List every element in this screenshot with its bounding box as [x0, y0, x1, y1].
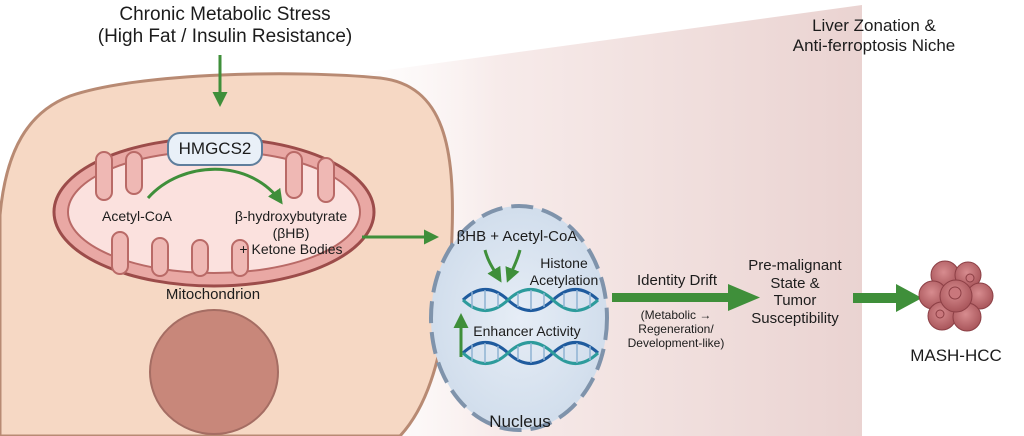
niche-line1: Liver Zonation &	[812, 16, 936, 35]
state-line1: Pre-malignant	[748, 257, 842, 274]
progression-arrow	[853, 284, 922, 312]
product-line1: β-hydroxybutyrate	[234, 208, 348, 224]
drift-sub-line2: Regeneration/	[638, 322, 714, 337]
nucleus-label: Nucleus	[489, 412, 551, 431]
dna-strand-upper	[461, 288, 600, 312]
mitochondrion	[52, 136, 376, 288]
drift-sub-line3: Development-like)	[627, 336, 725, 351]
acetyl-arrow-right	[505, 249, 522, 283]
product-label: β-hydroxybutyrate (βHB) + Ketone Bodies	[218, 208, 364, 258]
stressor-label: Chronic Metabolic Stress (High Fat / Ins…	[75, 4, 375, 49]
mitochondrion-label: Mitochondrion	[165, 286, 261, 303]
cell-nucleus	[149, 309, 279, 435]
stressor-line1: Chronic Metabolic Stress	[119, 4, 331, 25]
state-line2: State &	[770, 274, 820, 292]
stressor-line2: (High Fat / Insulin Resistance)	[97, 26, 353, 48]
nucleus-inputs-label: βHB + Acetyl-CoA	[456, 228, 578, 245]
drift-sub-line1: (Metabolic →	[640, 308, 712, 322]
niche-label: Liver Zonation & Anti-ferroptosis Niche	[758, 16, 990, 56]
state-label: Pre-malignant State & Tumor Susceptibili…	[734, 257, 856, 328]
niche-line2: Anti-ferroptosis Niche	[792, 36, 956, 56]
substrate-label: Acetyl-CoA	[101, 208, 173, 224]
enhancer-label: Enhancer Activity	[473, 323, 581, 339]
drift-arrow	[612, 284, 760, 311]
dna-strand-lower	[461, 341, 600, 365]
acetyl-arrow-left	[483, 249, 502, 283]
histone-label: Histone Acetylation	[520, 255, 608, 288]
histone-line2: Acetylation	[529, 271, 599, 288]
ketogenesis-arrow	[146, 167, 283, 205]
outcome-label: MASH-HCC	[910, 346, 1002, 365]
enzyme-badge: HMGCS2	[167, 132, 263, 166]
product-line3: + Ketone Bodies	[239, 241, 343, 258]
state-line4: Susceptibility	[751, 310, 839, 328]
histone-line1: Histone	[540, 255, 588, 271]
state-line3: Tumor	[773, 292, 817, 310]
nucleus	[429, 204, 609, 432]
drift-subtitle: (Metabolic → Regeneration/ Development-l…	[612, 308, 740, 350]
product-line2: (βHB)	[272, 224, 310, 241]
tumor-cluster	[918, 260, 994, 332]
drift-title: Identity Drift	[636, 272, 718, 289]
